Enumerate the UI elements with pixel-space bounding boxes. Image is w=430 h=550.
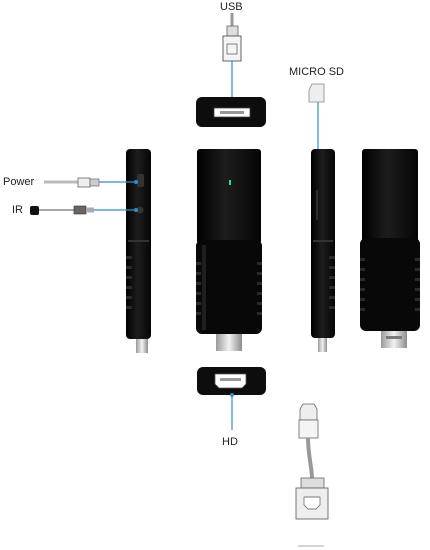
hd-label: HD bbox=[222, 436, 238, 448]
hdmi-extension-cable-icon bbox=[295, 403, 329, 547]
usb-plug-icon bbox=[222, 13, 242, 106]
ir-cable-icon bbox=[30, 205, 138, 215]
side-view-right-device bbox=[311, 149, 335, 352]
hdmi-port-view bbox=[197, 367, 266, 430]
usb-label: USB bbox=[220, 1, 243, 13]
front-view-device bbox=[196, 149, 262, 351]
micro-sd-label: MICRO SD bbox=[289, 66, 344, 78]
power-label: Power bbox=[3, 176, 35, 188]
side-view-left-device bbox=[126, 149, 151, 353]
usb-port-view bbox=[196, 97, 266, 127]
ir-label: IR bbox=[12, 204, 23, 216]
back-view-device bbox=[360, 149, 420, 348]
power-cable-icon bbox=[44, 177, 138, 188]
